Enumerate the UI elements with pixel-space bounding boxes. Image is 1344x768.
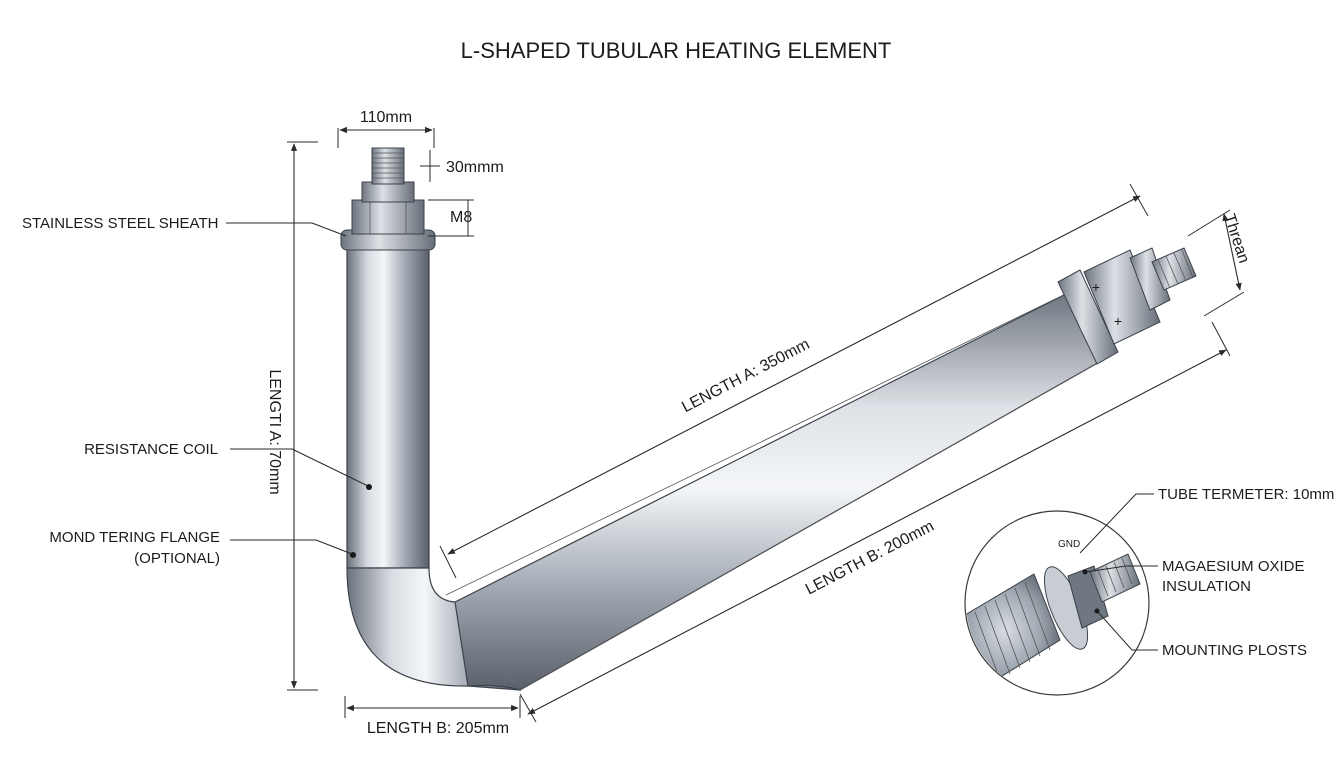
mounting-callout: MOUNTING PLOSTS bbox=[1162, 642, 1307, 659]
vertical-length-label: LENGTI A: 70mm bbox=[266, 369, 283, 494]
top-fitting bbox=[340, 147, 436, 251]
svg-text:+: + bbox=[1114, 313, 1122, 329]
svg-text:+: + bbox=[1092, 279, 1100, 295]
thread-length-label: 30mmm bbox=[446, 159, 504, 176]
thread-label: Threan bbox=[1220, 212, 1252, 265]
length-b-diagonal-label: LENGTH B: 200mm bbox=[803, 518, 937, 599]
diagram-title: L-SHAPED TUBULAR HEATING ELEMENT bbox=[461, 38, 892, 63]
top-width-label: 110mm bbox=[360, 109, 412, 126]
insulation-callout-line1: MAGAESIUM OXIDE bbox=[1162, 558, 1305, 575]
flange-callout-line1: MOND TERING FLANGE bbox=[49, 529, 220, 546]
flange-callout-line2: (OPTIONAL) bbox=[134, 550, 220, 567]
gnd-label: GND bbox=[1058, 539, 1080, 550]
detail-view: GND bbox=[964, 510, 1150, 696]
tube-diameter-callout: TUBE TERMETER: 10mm bbox=[1158, 486, 1334, 503]
sheath-callout: STAINLESS STEEL SHEATH bbox=[22, 215, 218, 232]
length-b-bottom-label: LENGTH B: 205mm bbox=[367, 720, 509, 737]
insulation-callout-line2: INSULATION bbox=[1162, 578, 1251, 595]
coil-callout: RESISTANCE COIL bbox=[84, 441, 218, 458]
thread-size-label: M8 bbox=[450, 209, 472, 226]
